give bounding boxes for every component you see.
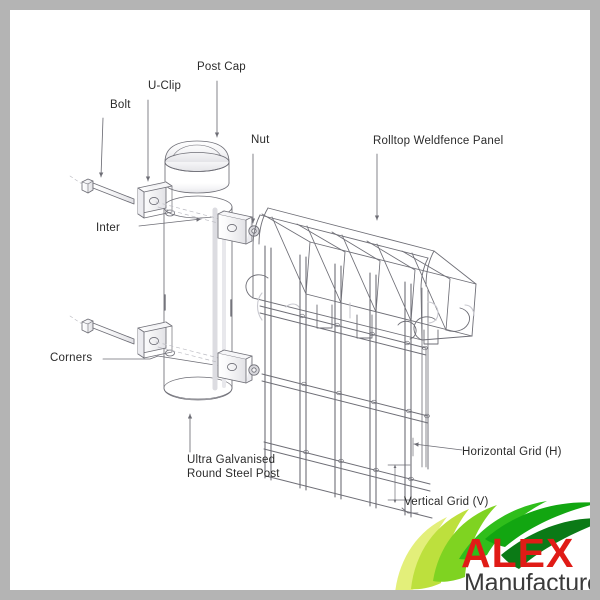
nut-lower bbox=[248, 364, 260, 376]
diagram-canvas: Bolt U-Clip Post Cap Nut Rolltop Weldfen… bbox=[10, 10, 590, 590]
label-ultra-galvanised-round-steel-post: Ultra Galvanised Round Steel Post bbox=[187, 454, 280, 480]
leader-inter bbox=[138, 217, 202, 227]
panel-vertical-wires bbox=[264, 245, 412, 518]
leader-corners-2 bbox=[157, 355, 222, 367]
label-u-clip: U-Clip bbox=[148, 80, 182, 92]
bolt-lower bbox=[69, 315, 135, 345]
panel-weld-nodes bbox=[299, 313, 430, 482]
label-post-cap: Post Cap bbox=[197, 61, 246, 73]
logo-swoosh-icon bbox=[395, 501, 590, 590]
panel-horizontal-wires bbox=[259, 305, 433, 519]
leader-horizontal bbox=[413, 442, 463, 451]
u-clip-lower-right bbox=[217, 349, 253, 384]
logo-tagline-text: Manufacture bbox=[464, 569, 590, 591]
u-clip-upper-left bbox=[137, 181, 173, 219]
panel-clamp-brackets bbox=[316, 304, 439, 345]
label-inter: Inter bbox=[96, 222, 121, 234]
post-cap-part bbox=[164, 140, 230, 194]
label-bolt: Bolt bbox=[110, 99, 131, 111]
u-clip-lower-left bbox=[137, 321, 173, 359]
label-corners: Corners bbox=[50, 352, 93, 364]
leader-vertical bbox=[401, 507, 419, 514]
nut-upper bbox=[248, 225, 260, 237]
panel-rear-vertical-wires bbox=[421, 287, 429, 470]
label-vertical-grid: Vertical Grid (V) bbox=[404, 496, 489, 508]
label-horizontal-grid: Horizontal Grid (H) bbox=[462, 446, 562, 458]
watermark-overlay bbox=[256, 292, 475, 324]
bolt-upper bbox=[69, 175, 135, 205]
leader-bolt bbox=[98, 117, 104, 178]
leader-corners bbox=[102, 355, 159, 360]
u-clip-upper-right bbox=[217, 210, 253, 245]
technical-drawing bbox=[69, 80, 477, 519]
rolltop-weldfence-panel bbox=[245, 207, 477, 519]
label-nut: Nut bbox=[251, 134, 270, 146]
label-rolltop-weldfence-panel: Rolltop Weldfence Panel bbox=[373, 135, 504, 147]
dimension-marks bbox=[387, 437, 414, 504]
logo-brand-text: ALEX bbox=[461, 530, 575, 576]
alex-logo: ALEX Manufacture www.alex.com.my bbox=[389, 497, 590, 590]
